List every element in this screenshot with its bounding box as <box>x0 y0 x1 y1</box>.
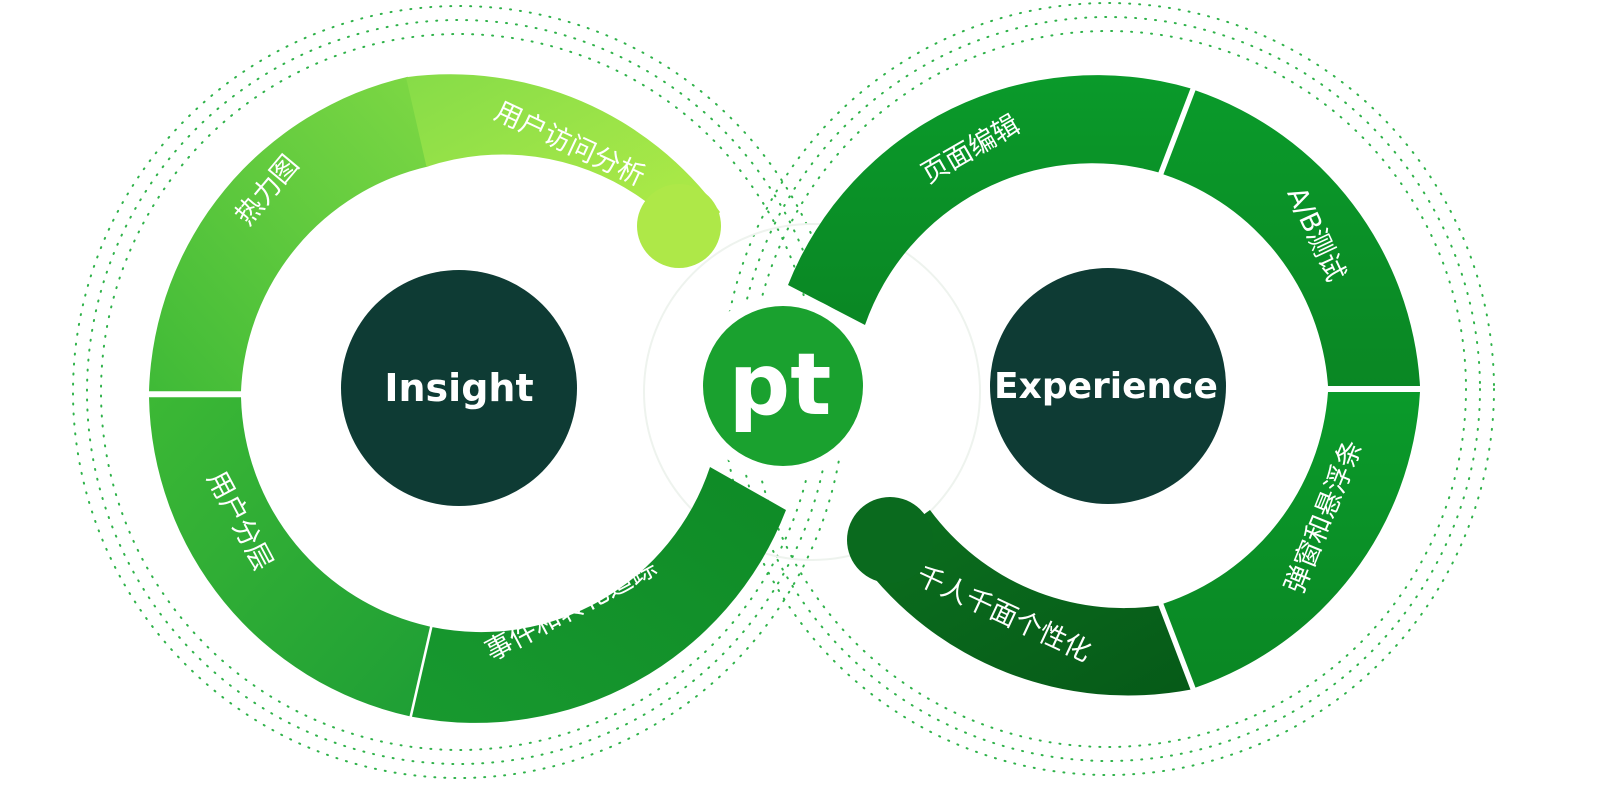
segment-user-access-cap <box>637 184 721 268</box>
segment-page-edit[interactable] <box>788 75 1191 325</box>
dotted-ring <box>749 30 1467 748</box>
dotted-ring <box>721 2 1495 776</box>
insight-ring <box>149 74 786 723</box>
segment-event-conversion[interactable] <box>412 467 786 723</box>
segment-user-access[interactable] <box>406 74 720 240</box>
logo-text: pt <box>729 335 832 435</box>
segment-ab-test[interactable] <box>1163 90 1420 387</box>
experience-ring <box>788 75 1420 696</box>
segment-user-layers[interactable] <box>149 397 430 717</box>
insight-hub-label: Insight <box>384 366 533 410</box>
experience-hub <box>990 268 1226 504</box>
dotted-ring <box>735 16 1481 762</box>
segment-personalization[interactable] <box>860 510 1191 696</box>
segment-personalization-cap <box>847 497 933 583</box>
insight-hub <box>341 270 577 506</box>
dotted-rings-right <box>721 2 1495 776</box>
experience-hub-label: Experience <box>994 366 1218 407</box>
segment-heatmap[interactable] <box>149 76 429 392</box>
center-faint-ring <box>643 223 981 561</box>
segment-popup-floatbar[interactable] <box>1163 392 1420 688</box>
pt-logo-icon[interactable]: pt <box>703 306 863 466</box>
